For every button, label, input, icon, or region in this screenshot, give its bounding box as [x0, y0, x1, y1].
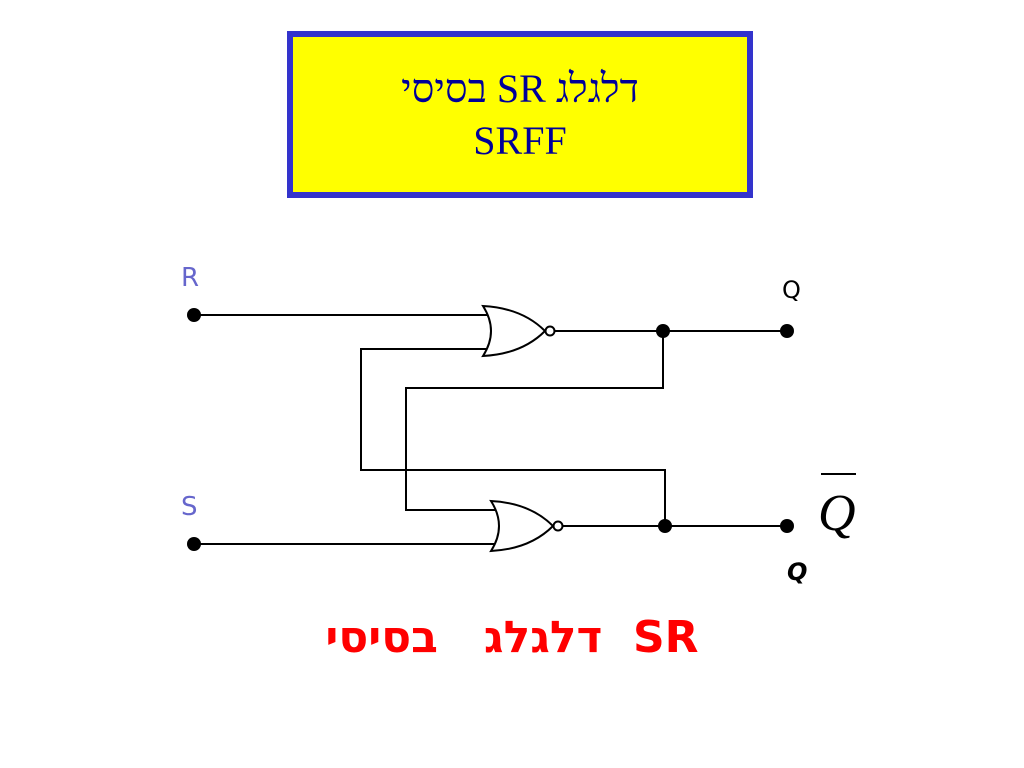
nor-gate-top-body: [481, 304, 547, 358]
input-r-label: R: [181, 263, 199, 293]
title-line-1: דלגלג SR בסיסי: [401, 65, 639, 111]
terminal-q: [780, 324, 794, 338]
wire-q-feedback: [405, 331, 664, 511]
wires: [194, 314, 787, 545]
junction-q: [656, 324, 670, 338]
nor-gate-bottom-bubble: [552, 520, 564, 532]
input-s-label: S: [181, 492, 198, 522]
wire-qbar-feedback: [360, 348, 666, 526]
title-line-2: SRFF: [473, 117, 567, 163]
nor-gate-top-bubble: [544, 325, 556, 337]
terminals: [187, 308, 794, 551]
nor-gate-bottom-body: [489, 499, 555, 553]
terminal-r: [187, 308, 201, 322]
output-qbar-symbol: Q: [818, 485, 856, 542]
junction-qbar: [658, 519, 672, 533]
output-q-label: Q: [782, 276, 801, 304]
caption: דלגלג בסיסי SR: [325, 612, 699, 663]
terminal-qbar: [780, 519, 794, 533]
nor-gate-bottom: [489, 499, 564, 553]
output-qbar-label: Q: [787, 558, 807, 586]
title-box: דלגלג SR בסיסי SRFF: [287, 31, 753, 198]
terminal-s: [187, 537, 201, 551]
nor-gate-top: [481, 304, 556, 358]
